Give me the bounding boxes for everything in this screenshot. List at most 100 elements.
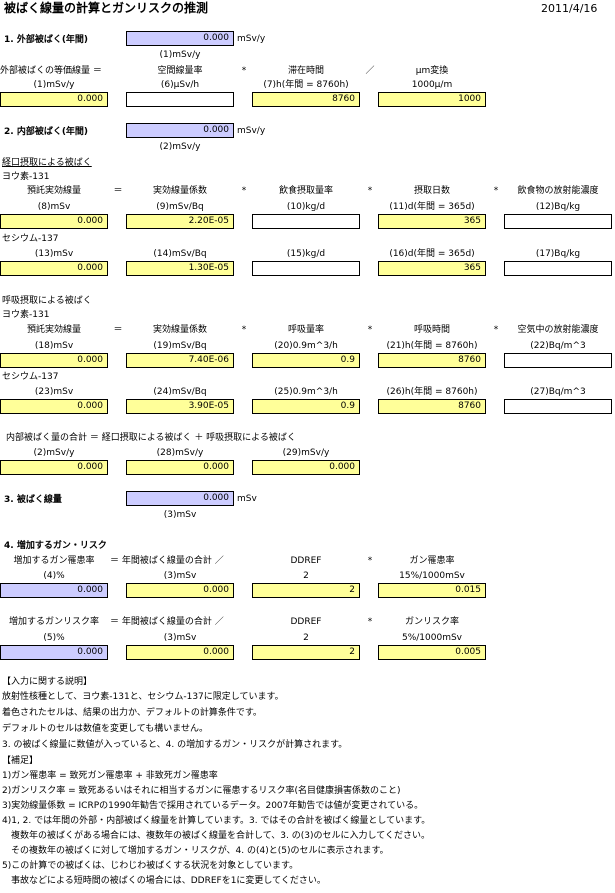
note-line: 事故などによる短時間の被ばくの場合には、DDREFを1に変更してください。 bbox=[2, 876, 326, 886]
risk-a-sub-3: 15%/1000mSv bbox=[399, 571, 465, 581]
inh-h2: 呼吸量率 bbox=[287, 325, 324, 335]
internal-dose-total: 0.000 bbox=[126, 123, 234, 138]
section-4-heading: 4. 増加するガン・リスク bbox=[4, 541, 107, 551]
oral-h1: 実効線量係数 bbox=[152, 186, 207, 196]
note-line: 【入力に関する説明】 bbox=[2, 677, 93, 687]
inh-cs137-label: セシウム-137 bbox=[2, 372, 59, 382]
note-line: 【補足】 bbox=[2, 756, 39, 766]
note-line: その複数年の被ばくに対して増加するガン・リスクが、4. の(4)と(5)のセルに… bbox=[2, 846, 389, 856]
oral-c-conc-input[interactable] bbox=[504, 261, 612, 276]
risk-a-h0: 増加するガン罹患率 bbox=[13, 556, 95, 566]
air-dose-rate-input[interactable] bbox=[126, 92, 234, 107]
inh-c-sub-3: (26)h(年間 = 8760h) bbox=[386, 387, 478, 397]
oral-h4: 飲食物の放射能濃度 bbox=[517, 186, 599, 196]
internal-sum-sub-0: (2)mSv/y bbox=[33, 448, 75, 458]
internal-dose-label: (2)mSv/y bbox=[159, 142, 201, 152]
total-dose-input[interactable]: 0.000 bbox=[126, 491, 234, 506]
risk-b-sub-2: 2 bbox=[303, 633, 309, 643]
inh-i131-label: ヨウ素-131 bbox=[2, 310, 50, 320]
inh-c-sub-4: (27)Bq/m^3 bbox=[530, 387, 586, 397]
inh-i-coef-cell[interactable]: 7.40E-06 bbox=[126, 353, 234, 368]
oral-c-sub-0: (13)mSv bbox=[34, 249, 74, 259]
risk-b-sub-3: 5%/1000mSv bbox=[401, 633, 463, 643]
note-line: 放射性核種として、ヨウ素-131と、セシウム-137に限定しています。 bbox=[2, 692, 284, 702]
note-line: デフォルトのセルは数値を変更しても構いません。 bbox=[2, 724, 209, 734]
inh-c-dose-cell: 0.000 bbox=[0, 399, 108, 414]
note-line: 1)ガン罹患率 = 致死ガン罹患率 + 非致死ガン罹患率 bbox=[2, 771, 218, 781]
date-label: 2011/4/16 bbox=[541, 2, 598, 15]
note-line: 3)実効線量係数 = ICRPの1990年勧告で採用されているデータ。2007年… bbox=[2, 801, 424, 811]
risk-b-h3: ガンリスク率 bbox=[404, 617, 459, 627]
oral-c-days-input[interactable]: 365 bbox=[378, 261, 486, 276]
external-eq-h3: μm変換 bbox=[415, 66, 449, 76]
risk-b-op: * bbox=[367, 617, 373, 627]
inh-op3: * bbox=[493, 325, 499, 335]
oral-c-sub-1: (14)mSv/Bq bbox=[153, 249, 207, 259]
inh-c-rate-input[interactable]: 0.9 bbox=[252, 399, 360, 414]
internal-sum-cell: 0.000 bbox=[0, 460, 108, 475]
oral-c-intake-input[interactable] bbox=[252, 261, 360, 276]
oral-c-coef-cell[interactable]: 1.30E-05 bbox=[126, 261, 234, 276]
oral-i-conc-input[interactable] bbox=[504, 214, 612, 229]
oral-i-days-input[interactable]: 365 bbox=[378, 214, 486, 229]
section-2-heading: 2. 内部被ばく(年間) bbox=[4, 127, 89, 137]
inh-i-conc-input[interactable] bbox=[504, 353, 612, 368]
total-dose-unit: mSv bbox=[237, 494, 257, 504]
inh-c-conc-input[interactable] bbox=[504, 399, 612, 414]
total-dose-label: (3)mSv bbox=[163, 510, 197, 520]
risk-a-h3: ガン罹患率 bbox=[409, 556, 455, 566]
oral-c-sub-4: (17)Bq/kg bbox=[535, 249, 581, 259]
oral-cs137-label: セシウム-137 bbox=[2, 234, 59, 244]
external-sub-3: 1000μ/m bbox=[411, 80, 453, 90]
oral-intake-title: 経口摂取による被ばく bbox=[2, 158, 92, 168]
micro-conversion-cell[interactable]: 1000 bbox=[378, 92, 486, 107]
cancer-risk-rate-cell[interactable]: 0.005 bbox=[378, 645, 486, 660]
oral-op2: * bbox=[367, 186, 373, 196]
external-sub-1: (6)μSv/h bbox=[160, 80, 200, 90]
inh-h4: 空気中の放射能濃度 bbox=[517, 325, 599, 335]
inh-i-sub-2: (20)0.9m^3/h bbox=[274, 341, 338, 351]
external-dose-total: 0.000 bbox=[126, 31, 234, 46]
cancer-incidence-rate-cell[interactable]: 0.015 bbox=[378, 583, 486, 598]
oral-i131-label: ヨウ素-131 bbox=[2, 172, 50, 182]
inh-h3: 呼吸時間 bbox=[413, 325, 450, 335]
oral-i-intake-input[interactable] bbox=[252, 214, 360, 229]
oral-i-dose-cell: 0.000 bbox=[0, 214, 108, 229]
inhalation-title: 呼吸摂取による被ばく bbox=[2, 296, 92, 306]
risk-a-sub-0: (4)% bbox=[43, 571, 65, 581]
risk-b-ddref-input[interactable]: 2 bbox=[252, 645, 360, 660]
risk-a-ddref-input[interactable]: 2 bbox=[252, 583, 360, 598]
inh-c-time-input[interactable]: 8760 bbox=[378, 399, 486, 414]
oral-i-sub-0: (8)mSv bbox=[37, 202, 71, 212]
note-line: 4)1, 2. では年間の外部・内部被ばく線量を計算しています。3. ではその合… bbox=[2, 816, 431, 826]
external-eq-h1: 空間線量率 bbox=[157, 66, 203, 76]
inh-c-coef-cell[interactable]: 3.90E-05 bbox=[126, 399, 234, 414]
risk-a-sub-1: (3)mSv bbox=[163, 571, 197, 581]
inh-h0: 預託実効線量 bbox=[26, 325, 81, 335]
inh-i-rate-input[interactable]: 0.9 bbox=[252, 353, 360, 368]
risk-b-sub-1: (3)mSv bbox=[163, 633, 197, 643]
oral-c-dose-cell: 0.000 bbox=[0, 261, 108, 276]
oral-op3: * bbox=[493, 186, 499, 196]
inh-i-time-input[interactable]: 8760 bbox=[378, 353, 486, 368]
internal-dose-unit: mSv/y bbox=[237, 126, 266, 136]
oral-i-sub-1: (9)mSv/Bq bbox=[156, 202, 204, 212]
risk-a-eq: ＝ 年間被ばく線量の合計 ／ bbox=[110, 556, 224, 566]
inh-op1: * bbox=[241, 325, 247, 335]
oral-i-sub-2: (10)kg/d bbox=[286, 202, 326, 212]
risk-b-sub-0: (5)% bbox=[43, 633, 65, 643]
oral-op1: * bbox=[241, 186, 247, 196]
external-dose-unit: mSv/y bbox=[237, 34, 266, 44]
risk-b-eq: ＝ 年間被ばく線量の合計 ／ bbox=[110, 617, 224, 627]
risk-a-op: * bbox=[367, 556, 373, 566]
oral-i-coef-cell[interactable]: 2.20E-05 bbox=[126, 214, 234, 229]
internal-sum-equation: 内部被ばく量の合計 ＝ 経口摂取による被ばく ＋ 呼吸摂取による被ばく bbox=[6, 433, 296, 443]
oral-h3: 摂取日数 bbox=[413, 186, 450, 196]
oral-i-sub-3: (11)d(年間 = 365d) bbox=[389, 202, 475, 212]
external-sub-0: (1)mSv/y bbox=[33, 80, 75, 90]
inh-c-sub-1: (24)mSv/Bq bbox=[153, 387, 207, 397]
inh-c-sub-2: (25)0.9m^3/h bbox=[274, 387, 338, 397]
stay-time-input[interactable]: 8760 bbox=[252, 92, 360, 107]
note-line: 着色されたセルは、結果の出力か、デフォルトの計算条件です。 bbox=[2, 708, 262, 718]
cancer-incidence-increase-cell: 0.000 bbox=[0, 583, 108, 598]
